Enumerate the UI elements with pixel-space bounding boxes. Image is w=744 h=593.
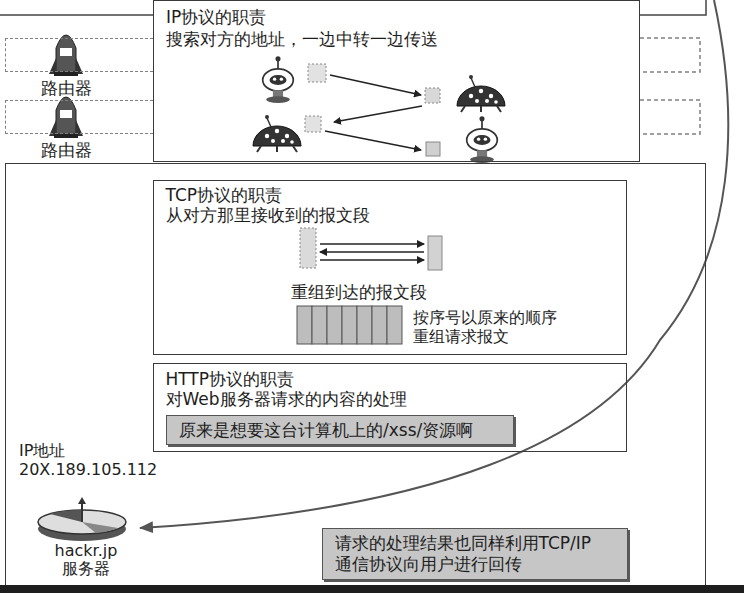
text-holder: IP地址 20X.189.105.112 (19, 441, 189, 479)
text-holder: 从对方那里接收到的报文段 (166, 205, 370, 225)
text-holder: 对Web服务器请求的内容的处理 (166, 389, 407, 409)
box-text: 请求的处理结果也同样利用TCP/IP 通信协议向用户进行回传 (335, 533, 615, 574)
text-holder: 路由器 (41, 78, 92, 98)
text-holder: 重组到达的报文段 (291, 282, 427, 302)
router-band: 路由器 (5, 38, 153, 72)
box-text: 原来是想要这台计算机上的/xss/资源啊 (179, 420, 473, 440)
protocol-box: IP协议的职责搜索对方的地址，一边中转一边传送 (153, 0, 640, 162)
text-holder: 搜索对方的地址，一边中转一边传送 (166, 29, 438, 49)
text-holder: 路由器 (41, 140, 92, 160)
box-text: hackr.jp 服务器 (41, 542, 131, 579)
box-heading: IP地址 20X.189.105.112 (19, 441, 189, 479)
box-heading: TCP协议的职责 (166, 185, 283, 205)
protocol-box: TCP协议的职责从对方那里接收到的报文段重组到达的报文段按序号以原来的顺序 重组… (153, 180, 627, 355)
text-holder: TCP协议的职责 (166, 185, 283, 205)
router-band: 路由器 (5, 100, 153, 134)
box-heading: HTTP协议的职责 (166, 369, 295, 389)
box-text: 重组到达的报文段 (291, 282, 427, 302)
text-holder: IP协议的职责 (166, 7, 266, 27)
box-text: 按序号以原来的顺序 重组请求报文 (413, 308, 573, 346)
box-text: 从对方那里接收到的报文段 (166, 205, 370, 225)
box-text: 对Web服务器请求的内容的处理 (166, 389, 407, 409)
protocol-box: HTTP协议的职责对Web服务器请求的内容的处理原来是想要这台计算机上的/xss… (153, 363, 627, 452)
note-box: 原来是想要这台计算机上的/xss/资源啊 (166, 415, 514, 445)
box-text: 路由器 (41, 78, 92, 98)
text-holder: 按序号以原来的顺序 重组请求报文 (413, 308, 573, 346)
text-holder: HTTP协议的职责 (166, 369, 295, 389)
note-box: 请求的处理结果也同样利用TCP/IP 通信协议向用户进行回传 (322, 528, 628, 580)
box-text: 搜索对方的地址，一边中转一边传送 (166, 29, 438, 49)
box-heading: IP协议的职责 (166, 7, 266, 27)
bottom-bar (0, 585, 744, 593)
text-holder: hackr.jp 服务器 (41, 542, 131, 579)
box-text: 路由器 (41, 140, 92, 160)
server-frame: IP地址 20X.189.105.112 hackr.jp 服务器 TCP协议的职责… (5, 163, 706, 588)
